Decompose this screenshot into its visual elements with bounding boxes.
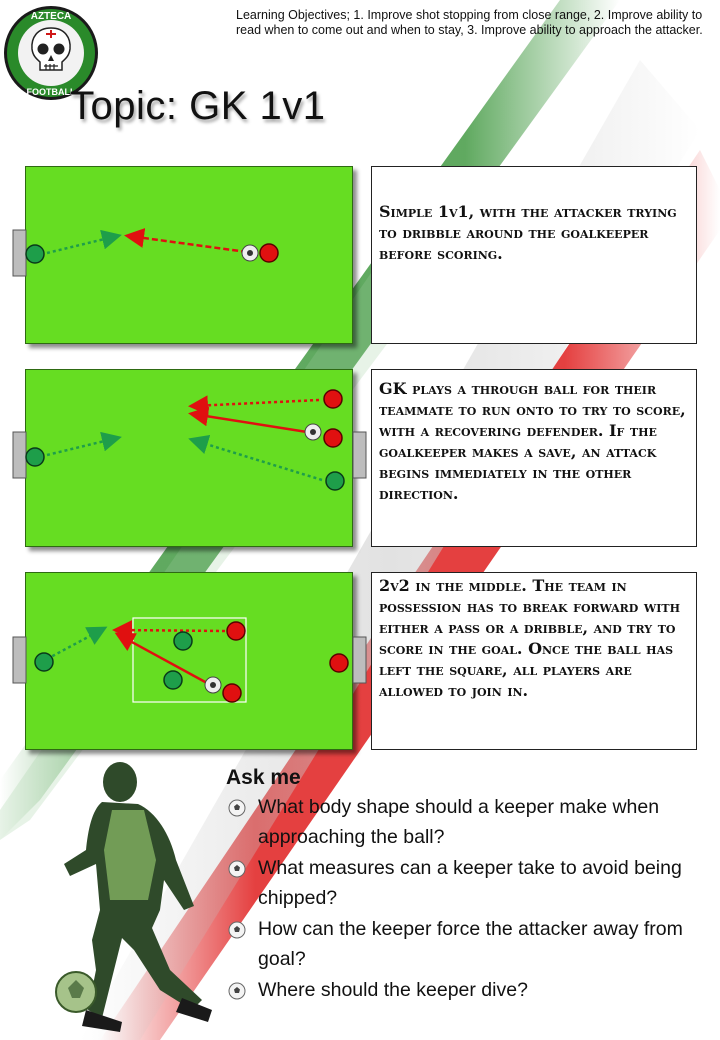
middle-square	[132, 617, 247, 703]
football-bullet-icon	[228, 921, 246, 939]
question-item: What body shape should a keeper make whe…	[226, 792, 706, 852]
dribble-arrow	[114, 632, 208, 685]
player-red	[222, 683, 242, 703]
goal-left	[12, 636, 27, 684]
player-red	[226, 621, 246, 641]
drill-1-pitch	[12, 166, 353, 344]
logo-bottom-text: FOOTBALL	[27, 87, 76, 97]
drill-3-diagram	[12, 617, 367, 703]
question-item: What measures can a keeper take to avoid…	[226, 853, 706, 913]
goal-left	[12, 431, 27, 479]
keeper-run-arrow	[46, 431, 122, 457]
goalkeeper-green	[25, 447, 45, 467]
learning-objectives: Learning Objectives; 1. Improve shot sto…	[236, 8, 703, 37]
goalkeeper-player-image	[55, 762, 212, 1032]
goal-left	[12, 229, 27, 277]
player-green	[173, 631, 193, 651]
club-logo: AZTECA FOOTBALL	[4, 6, 98, 100]
football-bullet-icon	[228, 860, 246, 878]
drill-3-description: 2v2 in the middle. The team in possessio…	[371, 572, 697, 750]
dribble-arrow	[188, 406, 308, 434]
pass-arrow	[112, 620, 226, 641]
football-bullet-icon	[228, 982, 246, 1000]
drill-3-pitch	[12, 572, 367, 750]
defender-recover-arrow	[188, 434, 323, 482]
keeper-run-arrow	[46, 626, 108, 661]
defender-green	[325, 471, 345, 491]
question-text: What measures can a keeper take to avoid…	[258, 857, 682, 909]
ask-me-title: Ask me	[226, 766, 301, 789]
keeper-run-arrow	[46, 229, 122, 255]
goalkeeper-green	[25, 244, 45, 264]
goal-right	[352, 636, 367, 684]
player-green	[163, 670, 183, 690]
attacker-dribble-arrow	[124, 228, 248, 254]
question-text: How can the keeper force the attacker aw…	[258, 918, 683, 970]
attacker-red	[259, 243, 279, 263]
question-text: Where should the keeper dive?	[258, 979, 528, 1001]
page-title: Topic: GK 1v1	[70, 84, 326, 128]
drill-1-diagram	[12, 228, 279, 277]
attacker-red	[323, 389, 343, 409]
question-item: Where should the keeper dive?	[226, 975, 706, 1005]
skull-logo-icon	[31, 27, 71, 71]
drill-2-pitch	[12, 369, 367, 547]
drill-2-diagram	[12, 389, 367, 491]
logo-top-text: AZTECA	[31, 11, 72, 22]
ask-me-section: Ask me What body shape should a keeper m…	[226, 766, 706, 1006]
question-text: What body shape should a keeper make whe…	[258, 796, 660, 848]
question-item: How can the keeper force the attacker aw…	[226, 914, 706, 974]
goalkeeper-green	[34, 652, 54, 672]
drill-1-description: Simple 1v1, with the attacker trying to …	[371, 166, 697, 344]
pass-arrow	[188, 395, 320, 416]
football-bullet-icon	[228, 799, 246, 817]
drill-2-description: GK plays a through ball for their teamma…	[371, 369, 697, 547]
goal-right	[352, 431, 367, 479]
attacker-red	[323, 428, 343, 448]
goalkeeper-red	[329, 653, 349, 673]
